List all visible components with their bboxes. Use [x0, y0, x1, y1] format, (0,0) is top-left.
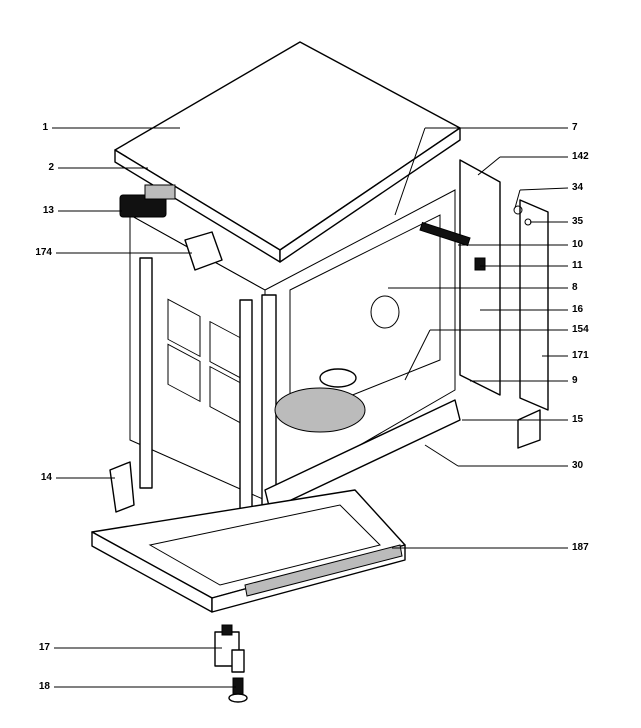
callout-1: 1 — [42, 122, 48, 133]
callout-15: 15 — [572, 414, 584, 425]
callout-17: 17 — [38, 642, 50, 653]
callout-34: 34 — [572, 182, 584, 193]
callout-142: 142 — [572, 151, 589, 162]
leader-lines — [52, 127, 569, 688]
callout-35: 35 — [572, 216, 584, 227]
callout-10: 10 — [572, 239, 584, 250]
callout-174: 174 — [35, 247, 52, 258]
callout-8: 8 — [572, 282, 578, 293]
callout-154: 154 — [572, 324, 589, 335]
leveling-screw — [228, 677, 248, 703]
callout-14: 14 — [40, 472, 52, 483]
callout-9: 9 — [572, 375, 578, 386]
callout-2: 2 — [48, 162, 54, 173]
callout-187: 187 — [572, 542, 589, 553]
callout-13: 13 — [42, 205, 54, 216]
base-tray — [91, 489, 406, 613]
hinge-bracket — [109, 461, 135, 513]
callout-16: 16 — [572, 304, 584, 315]
callout-18: 18 — [38, 681, 50, 692]
top-cover — [114, 41, 461, 263]
callout-30: 30 — [572, 460, 584, 471]
adjustable-foot — [214, 624, 245, 673]
callout-7: 7 — [572, 122, 578, 133]
callout-171: 171 — [572, 350, 589, 361]
callout-11: 11 — [572, 260, 583, 271]
